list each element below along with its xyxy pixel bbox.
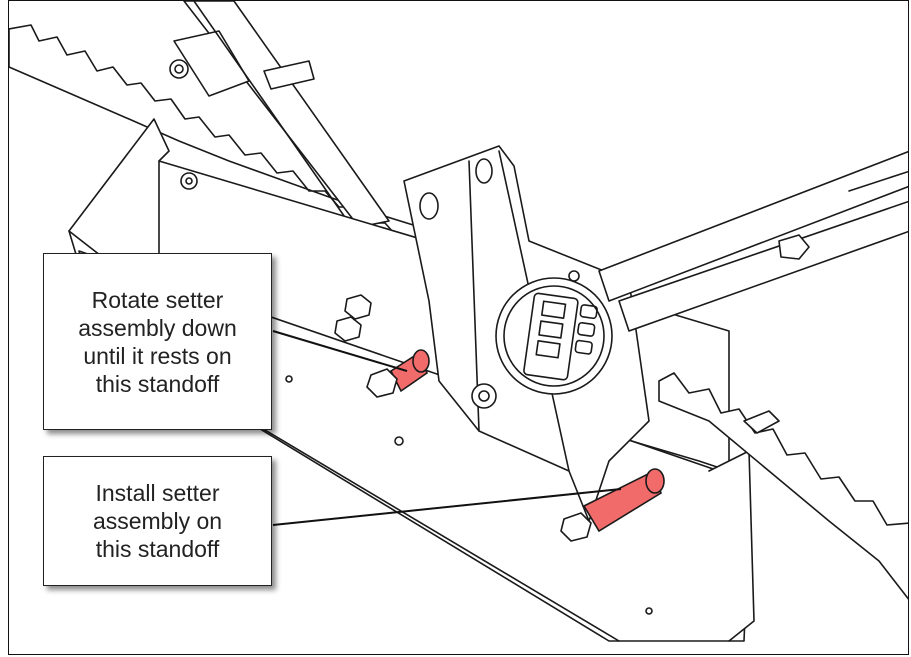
callout-install-line-2: assembly on <box>92 508 223 534</box>
saw-blade-right <box>658 372 908 600</box>
callout-install-line-1: Install setter <box>95 480 220 506</box>
callout-rotate-line-2: assembly down <box>78 314 237 341</box>
callout-install-line-3: this standoff <box>95 536 220 562</box>
upper-arm <box>169 1 390 228</box>
nut-pair <box>334 294 372 342</box>
callout-rotate-line-4: this standoff <box>95 370 220 397</box>
callout-rotate-setter: Rotate setter assembly down until it res… <box>43 253 272 430</box>
callout-rotate-line-3: until it rests on <box>83 342 232 369</box>
standoff-upper <box>366 349 430 398</box>
leader-line-rotate <box>272 330 408 372</box>
callout-rotate-line-1: Rotate setter <box>91 286 224 313</box>
saw-blade-left <box>9 24 440 252</box>
leader-line-install <box>272 488 622 526</box>
standoff-lower <box>560 468 665 542</box>
right-rail <box>598 150 908 332</box>
callout-install-setter: Install setter assembly on this standoff <box>43 456 272 586</box>
dial-indicator <box>495 277 613 395</box>
